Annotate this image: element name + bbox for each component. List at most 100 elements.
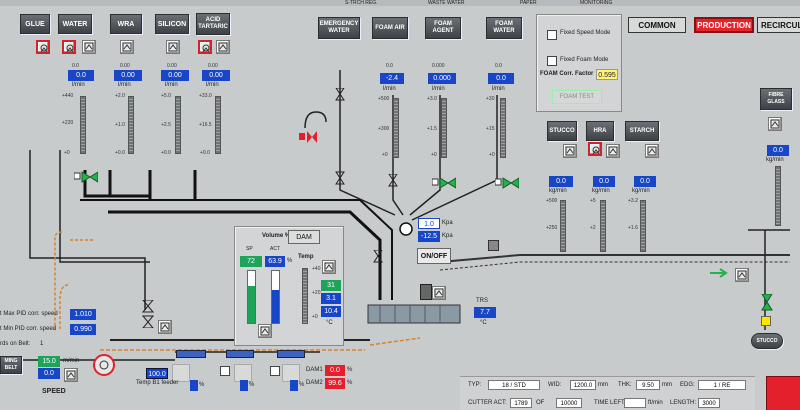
fixed-speed-checkbox[interactable]: [547, 30, 557, 40]
foam-water-valve-icon[interactable]: [495, 176, 519, 192]
volume-sp-value[interactable]: 72: [240, 256, 262, 267]
glue-pump-button[interactable]: [36, 40, 50, 54]
volume-settings-button[interactable]: [258, 324, 272, 338]
common-button[interactable]: COMMON: [628, 17, 686, 33]
acid-settings-button[interactable]: [216, 40, 230, 54]
top-strip-label: MONITORING: [580, 0, 613, 6]
wra-button[interactable]: WRA: [110, 14, 142, 34]
forming-belt-button[interactable]: MING BELT: [0, 356, 22, 374]
silicon-settings-button[interactable]: [166, 40, 180, 54]
dam2-label: DAM2: [306, 380, 323, 386]
mixer-motor-icon: [420, 284, 432, 300]
speed-settings-button[interactable]: [64, 368, 78, 382]
water-button[interactable]: WATER: [58, 14, 92, 34]
silicon-top-reading: 0.00: [208, 63, 218, 69]
time-left-value: [624, 398, 646, 408]
glue-valve-icon[interactable]: [74, 170, 98, 186]
hra-settings-button[interactable]: [606, 144, 620, 158]
alarm-button[interactable]: [766, 376, 800, 410]
water-settings-button[interactable]: [82, 40, 96, 54]
production-button[interactable]: PRODUCTION: [694, 17, 754, 33]
pid-settings-button[interactable]: [158, 320, 172, 334]
stucco-bin: STUCCO: [751, 333, 783, 349]
scale-label: +16.5: [199, 122, 212, 128]
max-pid-value[interactable]: 1.010: [70, 309, 96, 320]
hra-button[interactable]: HRA: [586, 121, 614, 141]
foam-test-button[interactable]: FOAM TEST: [552, 90, 602, 104]
trs-unit: °C: [480, 320, 487, 326]
starch-settings-button[interactable]: [645, 144, 659, 158]
scale-label: +0.0: [115, 150, 125, 156]
wra-top-reading: 0.00: [167, 63, 177, 69]
acid-tartaric-button[interactable]: ACID TARTARIC: [196, 13, 230, 35]
emergency-water-button[interactable]: EMERGENCY WATER: [318, 17, 360, 39]
water-pump-button[interactable]: [62, 40, 76, 54]
scale-label: +15: [486, 126, 495, 132]
foam-corr-value[interactable]: 0.595: [596, 69, 618, 80]
speed-roller-icon[interactable]: [92, 353, 116, 377]
temp-settings-button[interactable]: [322, 260, 336, 274]
foam-air-bar: [393, 98, 399, 158]
length-value: 3000: [698, 398, 720, 408]
b2-pct-value: [240, 380, 248, 391]
emergency-valve-icon[interactable]: [299, 130, 319, 144]
settings-icon: [122, 42, 132, 52]
acid-pump-button[interactable]: [198, 40, 212, 54]
scale-label: +0: [382, 152, 388, 158]
foam-air-unit: l/min: [383, 86, 396, 92]
foam-air-valve-icon[interactable]: [432, 176, 456, 192]
foam-air-button[interactable]: FOAM AIR: [372, 17, 408, 39]
min-pid-value[interactable]: 0.990: [70, 324, 96, 335]
speed-unit: m/min: [63, 358, 80, 364]
dam2-unit: %: [347, 380, 353, 386]
hra-flow-value: 0.0: [593, 176, 615, 187]
foam-water-button[interactable]: FOAM WATER: [486, 17, 522, 39]
fibre-valve-icon[interactable]: [760, 294, 774, 312]
b1-feeder-value[interactable]: 100.0: [146, 368, 168, 379]
top-strip-label: PAPER: [520, 0, 537, 6]
b3-feeder-checkbox[interactable]: [270, 366, 280, 376]
glue-button[interactable]: GLUE: [20, 14, 50, 34]
stucco-settings-button[interactable]: [563, 144, 577, 158]
hra-bar: [600, 200, 606, 252]
scale-label: +5.0: [161, 93, 171, 99]
foam-generator-icon: [399, 222, 413, 236]
stucco-button[interactable]: STUCCO: [547, 121, 577, 141]
cutter-label: CUTTER ACT:: [468, 400, 507, 406]
b2-feeder-checkbox[interactable]: [220, 366, 230, 376]
starch-button[interactable]: STARCH: [625, 121, 659, 141]
recirculation-button[interactable]: RECIRCULA: [757, 17, 800, 33]
settings-icon: [647, 146, 657, 156]
mixer-settings-button[interactable]: [432, 286, 446, 300]
hra-unit: kg/min: [592, 188, 610, 194]
speed-value[interactable]: 15.0: [38, 356, 60, 367]
length-label: LENGTH:: [670, 400, 697, 406]
onoff-button[interactable]: ON/OFF: [417, 248, 451, 264]
mixer-inlet-valve: [373, 250, 383, 263]
dam1-value: 0.0: [325, 365, 345, 376]
temp-unit: °C: [326, 320, 333, 326]
pump-icon: [592, 146, 600, 155]
fixed-speed-label: Fixed Speed Mode: [560, 30, 611, 36]
fibre-settings-button[interactable]: [768, 117, 782, 131]
fibre-glass-button[interactable]: FIBRE GLASS: [760, 88, 792, 110]
fibre-bin-indicator: [761, 316, 771, 326]
silicon-button[interactable]: SILICON: [155, 14, 189, 34]
foam-air-top-reading: 0.0: [386, 63, 393, 69]
belt-direction-arrow-icon: [710, 268, 728, 278]
settings-icon: [168, 42, 178, 52]
dam-button[interactable]: DAM: [288, 230, 320, 244]
belt-settings-button[interactable]: [735, 268, 749, 282]
foam-agent-button[interactable]: FOAM AGENT: [425, 17, 461, 39]
typ-value: 18 / STD: [488, 380, 540, 390]
time-left-label: TIME LEFT:: [594, 400, 626, 406]
hra-pump-button[interactable]: [588, 142, 602, 156]
temp-title: Temp: [298, 254, 314, 260]
wra-settings-button[interactable]: [120, 40, 134, 54]
pump-icon: [202, 44, 210, 53]
scale-label: +0: [64, 150, 70, 156]
stucco-flow-value: 0.0: [549, 176, 573, 187]
fixed-foam-checkbox[interactable]: [547, 56, 557, 66]
top-strip-label: S-TRCH REG.: [345, 0, 378, 6]
